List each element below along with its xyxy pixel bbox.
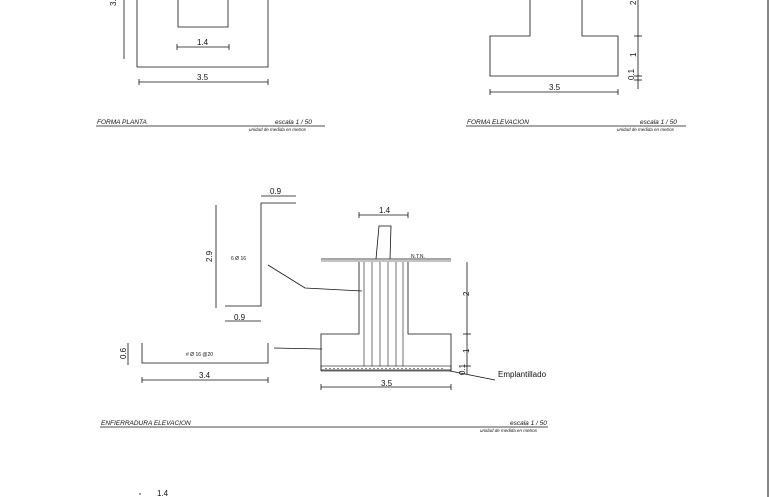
enfierradura-units: unidad de medida en metros bbox=[480, 428, 538, 433]
bar-label: 6 Ø 16 bbox=[231, 256, 246, 262]
bar-top-dim: 0.9 bbox=[270, 187, 282, 196]
mat-length-dim: 3.4 bbox=[199, 371, 211, 380]
elevacion-units: unidad de medida en metros bbox=[617, 127, 675, 132]
footing-width-dim: 3.5 bbox=[381, 379, 393, 388]
bar-leader-line bbox=[267, 264, 363, 292]
bottom-partial-dim: 1.4 bbox=[157, 489, 169, 497]
mat-leader-line bbox=[273, 347, 323, 350]
bar-detail bbox=[215, 195, 363, 322]
forma-elevacion-view bbox=[489, 0, 642, 95]
base-height-dim: 1 bbox=[462, 348, 471, 353]
mat-height-dim: 0.6 bbox=[119, 347, 128, 359]
column-width-dim: 1.4 bbox=[379, 206, 391, 215]
planta-outer-outline bbox=[136, 0, 269, 68]
planta-outer-dim: 3.5 bbox=[197, 73, 209, 82]
blinding-leader-line bbox=[449, 370, 496, 381]
bar-height-dim: 2.9 bbox=[205, 250, 214, 262]
elevacion-title: FORMA ELEVACION bbox=[467, 119, 529, 126]
enfierradura-view bbox=[320, 212, 496, 390]
ntn-label: N.T.N. bbox=[411, 254, 425, 260]
elevacion-outline bbox=[489, 0, 619, 77]
elevacion-base-dim: 1 bbox=[629, 52, 638, 57]
enfierradura-scale: escala 1 / 50 bbox=[510, 420, 547, 427]
elevacion-scale: escala 1 / 50 bbox=[640, 119, 677, 126]
footing-outline bbox=[320, 262, 452, 371]
blinding-layer bbox=[320, 365, 452, 372]
elevacion-width-dim: 3.5 bbox=[549, 83, 561, 92]
mat-detail bbox=[127, 343, 323, 383]
planta-scale: escala 1 / 50 bbox=[275, 119, 312, 126]
elevacion-top-dim: 2 bbox=[629, 0, 638, 5]
elevacion-blinding-dim: 0.1 bbox=[627, 68, 636, 80]
bar-bottom-dim: 0.9 bbox=[234, 313, 246, 322]
mat-bar-shape bbox=[141, 343, 269, 364]
bent-bar-shape bbox=[225, 202, 296, 307]
blinding-height-dim: 0.1 bbox=[458, 363, 467, 375]
forma-planta-view bbox=[123, 0, 269, 85]
column-stub bbox=[375, 225, 392, 260]
planta-units: unidad de medida en metros bbox=[249, 127, 307, 132]
planta-side-dim: 3. bbox=[109, 0, 118, 6]
planta-inner-dim: 1.4 bbox=[197, 38, 209, 47]
upper-height-dim: 2 bbox=[462, 291, 471, 296]
planta-title: FORMA PLANTA bbox=[97, 119, 147, 126]
mat-label: # Ø 16 @20 bbox=[186, 352, 213, 358]
planta-column-outline bbox=[177, 0, 229, 28]
enfierradura-title: ENFIERRADURA ELEVACION bbox=[101, 420, 191, 427]
blinding-label: Emplantillado bbox=[498, 370, 547, 379]
